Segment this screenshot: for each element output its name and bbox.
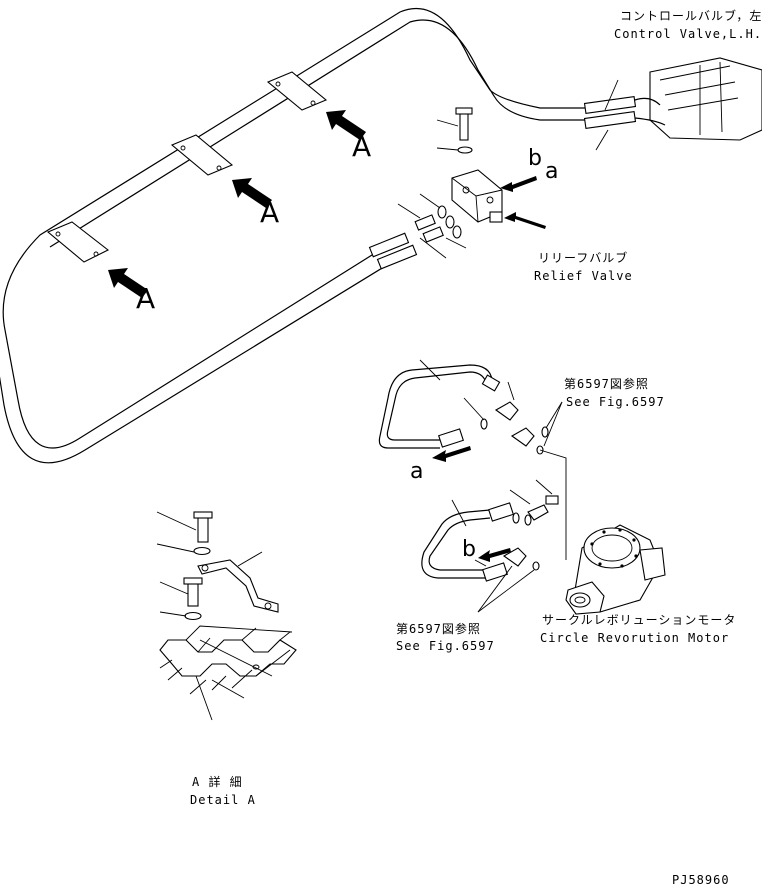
control-valve-label-jp: コントロールバルブ，左	[620, 8, 762, 23]
circle-revolution-motor	[565, 524, 666, 615]
upper-pipe-assembly	[378, 364, 549, 455]
callout-a-bottom: a	[410, 459, 423, 484]
callout-b-top: b	[528, 146, 542, 171]
detail-a-label-en: Detail A	[190, 793, 256, 807]
relief-valve	[451, 107, 503, 223]
see-fig-bottom-jp: 第6597図参照	[396, 621, 481, 636]
see-fig-top-en: See Fig.6597	[566, 395, 665, 409]
control-valve	[583, 57, 762, 141]
arrow-a-3: A	[326, 110, 371, 163]
see-fig-bottom-en: See Fig.6597	[396, 639, 495, 653]
motor-label-jp: サークルレボリューションモータ	[542, 613, 736, 627]
lower-pipe-assembly	[421, 495, 559, 582]
motor-label-en: Circle Revorution Motor	[540, 631, 729, 645]
arrow-a-2: A	[232, 178, 279, 229]
detail-a-assembly	[159, 511, 297, 695]
arrow-a-1: A	[108, 268, 155, 315]
detail-a-label-jp: A 詳 細	[192, 774, 243, 789]
callout-a-3: A	[352, 130, 371, 163]
callout-a-2: A	[260, 196, 279, 229]
callout-a-top: a	[545, 159, 558, 184]
callout-a-1: A	[136, 282, 155, 315]
callout-b-bottom: b	[462, 537, 476, 562]
control-valve-label-en: Control Valve,L.H.	[614, 27, 762, 41]
relief-valve-label-en: Relief Valve	[534, 269, 633, 283]
hose-clamp-2	[170, 134, 234, 176]
relief-valve-label-jp: リリーフバルブ	[538, 250, 628, 265]
see-fig-top-jp: 第6597図参照	[564, 376, 649, 391]
hose-clamp-3	[266, 71, 328, 111]
relief-fittings	[368, 205, 462, 270]
drawing-number: PJ58960	[672, 873, 730, 887]
long-hose-loop	[0, 7, 600, 464]
hose-clamp-1	[46, 221, 110, 263]
